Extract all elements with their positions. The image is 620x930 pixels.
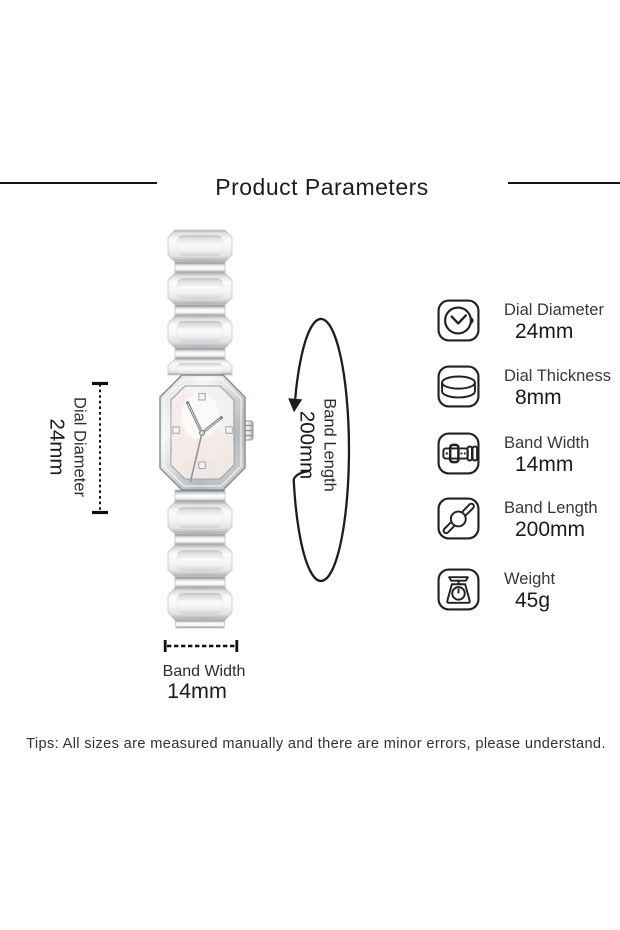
spec-label: Dial Diameter <box>504 301 604 319</box>
band-width-annotation-value: 14mm <box>167 679 227 703</box>
spec-item-dial-diameter: Dial Diameter 24mm <box>437 299 604 343</box>
band-width-icon <box>437 432 480 475</box>
spec-value: 14mm <box>515 453 574 476</box>
band-length-loop-arrow <box>288 317 351 583</box>
spec-label: Band Width <box>504 434 590 452</box>
band-length-annotation: Band Length 200mm <box>296 398 341 492</box>
dial-diameter-annotation-label: Dial Diameter <box>70 397 89 497</box>
mother-of-pearl-texture <box>171 389 234 479</box>
watch-bracelet-top <box>167 229 233 376</box>
spec-value: 24mm <box>515 320 574 343</box>
watch-hands <box>186 401 223 483</box>
spec-value: 8mm <box>515 386 562 409</box>
spec-item-band-length: Band Length 200mm <box>437 497 598 541</box>
spec-value: 200mm <box>515 518 586 541</box>
spec-value: 45g <box>515 589 551 612</box>
spec-label: Dial Thickness <box>504 367 611 385</box>
watch-product-image <box>159 229 254 629</box>
hour-markers <box>172 393 233 469</box>
dial-diameter-annotation-value: 24mm <box>45 418 69 476</box>
spec-item-band-width: Band Width 14mm <box>437 432 589 476</box>
spec-label: Weight <box>504 570 556 588</box>
band-length-annotation-value: 200mm <box>295 410 319 480</box>
dial-diameter-dimension-line <box>92 381 108 515</box>
dial-diameter-annotation: Dial Diameter 24mm <box>46 397 91 497</box>
band-length-icon <box>437 497 480 540</box>
spec-label: Band Length <box>504 499 598 517</box>
weight-scale-icon <box>437 568 480 611</box>
band-length-annotation-label: Band Length <box>320 398 339 492</box>
dial-thickness-icon <box>437 365 480 408</box>
spec-item-weight: Weight 45g <box>437 568 555 612</box>
title-rule-right <box>508 182 620 184</box>
watch-case <box>159 374 254 491</box>
spec-item-dial-thickness: Dial Thickness 8mm <box>437 365 611 409</box>
band-width-annotation-label: Band Width <box>162 663 246 680</box>
band-width-dimension-line <box>163 640 239 652</box>
page-title: Product Parameters <box>215 174 429 200</box>
title-rule-left <box>0 182 157 184</box>
watch-bracelet-bottom <box>167 489 233 629</box>
tips-note: Tips: All sizes are measured manually an… <box>26 736 606 752</box>
watch-clock-icon <box>437 299 480 342</box>
